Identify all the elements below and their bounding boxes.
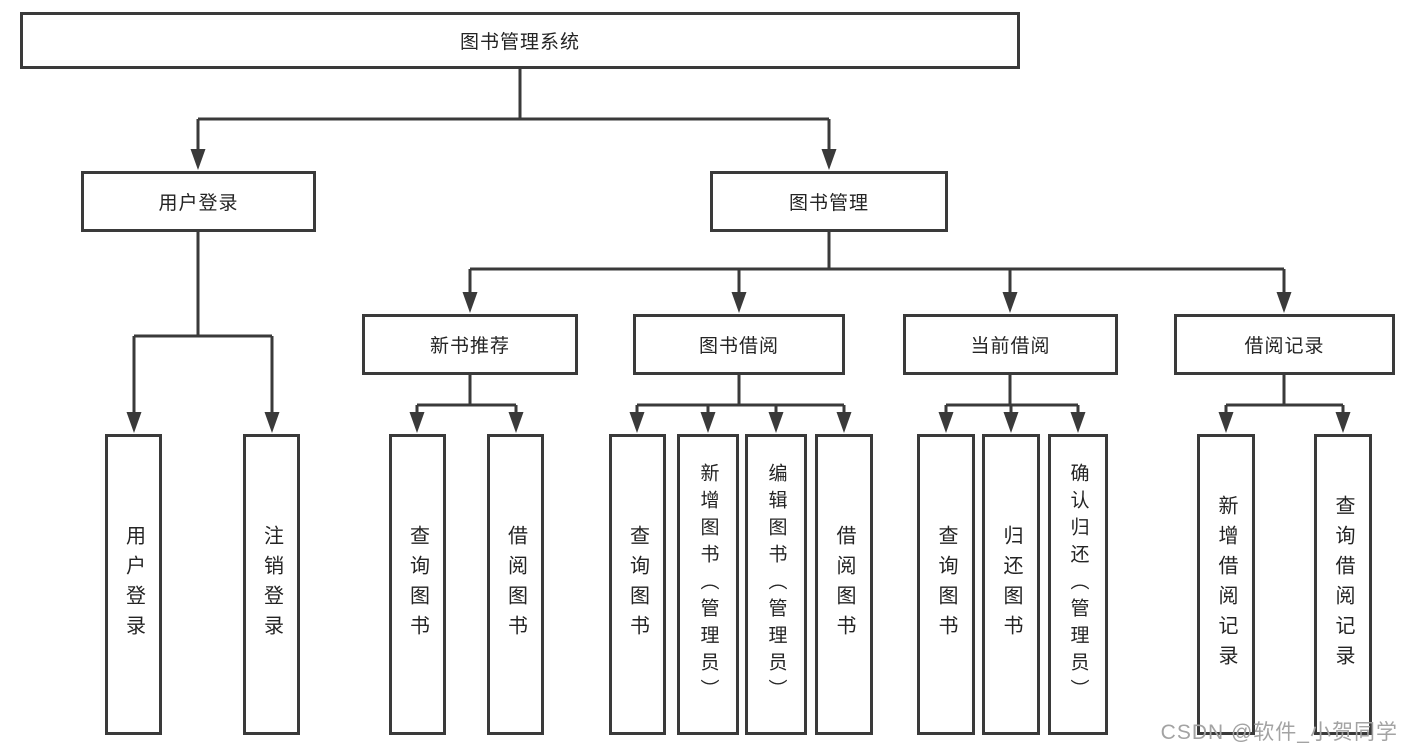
leaf-label: 归还图书 (1000, 524, 1022, 645)
arrowhead-leaf (700, 412, 716, 433)
node-current-borrow: 当前借阅 (903, 314, 1118, 375)
leaf-label: 用户登录 (122, 524, 145, 645)
connector-current-borrow (944, 375, 1080, 414)
leaf-confirm-return-admin: 确认归还（管理员） (1048, 434, 1108, 735)
leaf-label: 查询图书 (626, 524, 649, 645)
leaf-borrow-query-books: 查询图书 (609, 434, 666, 735)
arrowhead-leaf (836, 412, 852, 433)
leaf-recommend-query-books: 查询图书 (389, 434, 446, 735)
arrowhead-leaf (1070, 412, 1086, 433)
arrowhead-leaf (768, 412, 784, 433)
arrowhead-leaf (938, 412, 954, 433)
leaf-borrow-books: 借阅图书 (815, 434, 873, 735)
connector-borrow-records (1224, 375, 1345, 414)
leaf-logout: 注销登录 (243, 434, 300, 735)
leaf-label: 借阅图书 (504, 524, 527, 645)
arrowhead-leaf (629, 412, 645, 433)
leaf-recommend-borrow-books: 借阅图书 (487, 434, 544, 735)
arrowhead-branch (1276, 292, 1292, 313)
arrowhead-branch (731, 292, 747, 313)
node-book-management: 图书管理 (710, 171, 948, 232)
leaf-label: 确认归还（管理员） (1067, 463, 1089, 706)
csdn-watermark: CSDN @软件_小贺同学 (1160, 721, 1398, 744)
connector-root (196, 69, 831, 152)
leaf-return-books: 归还图书 (982, 434, 1040, 735)
arrowhead-leaf (409, 412, 425, 433)
node-new-book-recommend: 新书推荐 (362, 314, 578, 375)
connector-book-mgmt (468, 232, 1286, 294)
connector-new-books (415, 375, 518, 414)
connector-book-borrow (635, 375, 846, 414)
leaf-edit-books-admin: 编辑图书（管理员） (745, 434, 807, 735)
arrowhead-book-mgmt (821, 149, 837, 170)
leaf-add-borrow-record: 新增借阅记录 (1197, 434, 1255, 735)
leaf-query-borrow-record: 查询借阅记录 (1314, 434, 1372, 735)
arrowhead-branch (462, 292, 478, 313)
leaf-label: 新增借阅记录 (1215, 494, 1237, 675)
arrowhead-leaf (1218, 412, 1234, 433)
leaf-label: 新增图书（管理员） (697, 463, 719, 706)
leaf-current-query-books: 查询图书 (917, 434, 975, 735)
arrowhead-leaf (126, 412, 142, 433)
leaf-label: 编辑图书（管理员） (765, 463, 787, 706)
arrowhead-leaf (1335, 412, 1351, 433)
arrowhead-branch (1002, 292, 1018, 313)
arrowhead-leaf (1003, 412, 1019, 433)
node-root-system: 图书管理系统 (20, 12, 1020, 69)
arrowhead-user-login (190, 149, 206, 170)
leaf-label: 借阅图书 (833, 524, 855, 645)
arrowhead-leaf (508, 412, 524, 433)
leaf-label: 查询借阅记录 (1332, 494, 1354, 675)
leaf-label: 注销登录 (260, 524, 283, 645)
node-book-borrow: 图书借阅 (633, 314, 845, 375)
connector-user-login (132, 232, 274, 414)
node-borrow-records: 借阅记录 (1174, 314, 1395, 375)
node-user-login: 用户登录 (81, 171, 316, 232)
leaf-add-books-admin: 新增图书（管理员） (677, 434, 739, 735)
leaf-label: 查询图书 (935, 524, 957, 645)
leaf-user-login: 用户登录 (105, 434, 162, 735)
arrowhead-leaf (264, 412, 280, 433)
leaf-label: 查询图书 (406, 524, 429, 645)
